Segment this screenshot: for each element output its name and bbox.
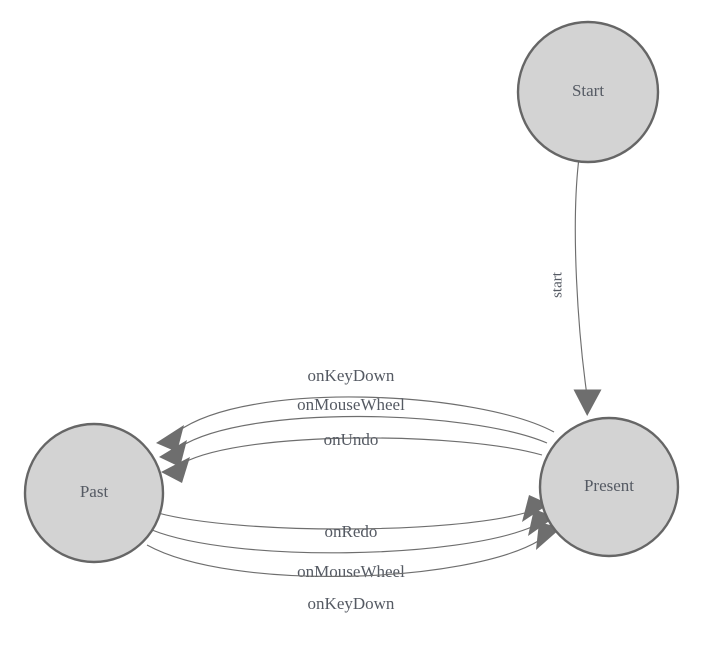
- edge-present-to-past-onundo-path: [182, 437, 543, 464]
- edge-label-past-present-onmousewheel: onMouseWheel: [297, 562, 405, 581]
- edge-past-to-present-onmousewheel-path: [151, 525, 535, 554]
- edge-start-to-present-path: [574, 161, 588, 393]
- edge-past-to-present-onkeydown-path: [146, 539, 541, 577]
- edge-present-to-past-onmousewheel-path: [179, 415, 548, 448]
- node-present[interactable]: Present: [538, 416, 680, 558]
- edge-start-to-present[interactable]: start: [549, 161, 602, 416]
- edge-present-to-past-onkeydown[interactable]: onKeyDown: [156, 366, 555, 452]
- node-past-circle: [23, 422, 165, 564]
- node-present-label: Present: [584, 476, 634, 495]
- edge-label-present-past-onmousewheel: onMouseWheel: [297, 395, 405, 414]
- edge-label-past-present-onredo: onRedo: [325, 522, 378, 541]
- node-start[interactable]: Start: [516, 20, 660, 164]
- edge-label-start: start: [549, 271, 565, 298]
- edge-present-to-past-onmousewheel-arrowhead: [159, 440, 187, 467]
- node-start-circle: [516, 20, 660, 164]
- edge-past-to-present-onredo[interactable]: onRedo: [157, 495, 549, 541]
- edge-present-to-past-onundo[interactable]: onUndo: [161, 430, 543, 483]
- node-present-circle: [538, 416, 680, 558]
- edge-label-present-past-onkeydown: onKeyDown: [308, 366, 395, 385]
- edge-past-to-present-onredo-path: [157, 511, 529, 530]
- edge-present-to-past-onkeydown-path: [176, 396, 555, 433]
- edge-label-present-past-onundo: onUndo: [324, 430, 379, 449]
- edge-present-to-past-onundo-arrowhead: [161, 457, 190, 483]
- node-start-label: Start: [572, 81, 604, 100]
- edge-present-to-past-onkeydown-arrowhead: [156, 425, 184, 452]
- edge-label-past-present-onkeydown: onKeyDown: [308, 594, 395, 613]
- node-past-label: Past: [80, 482, 109, 501]
- edge-present-to-past-onmousewheel[interactable]: onMouseWheel: [159, 395, 548, 467]
- edge-start-to-present-arrowhead: [573, 389, 602, 416]
- node-past[interactable]: Past: [23, 422, 165, 564]
